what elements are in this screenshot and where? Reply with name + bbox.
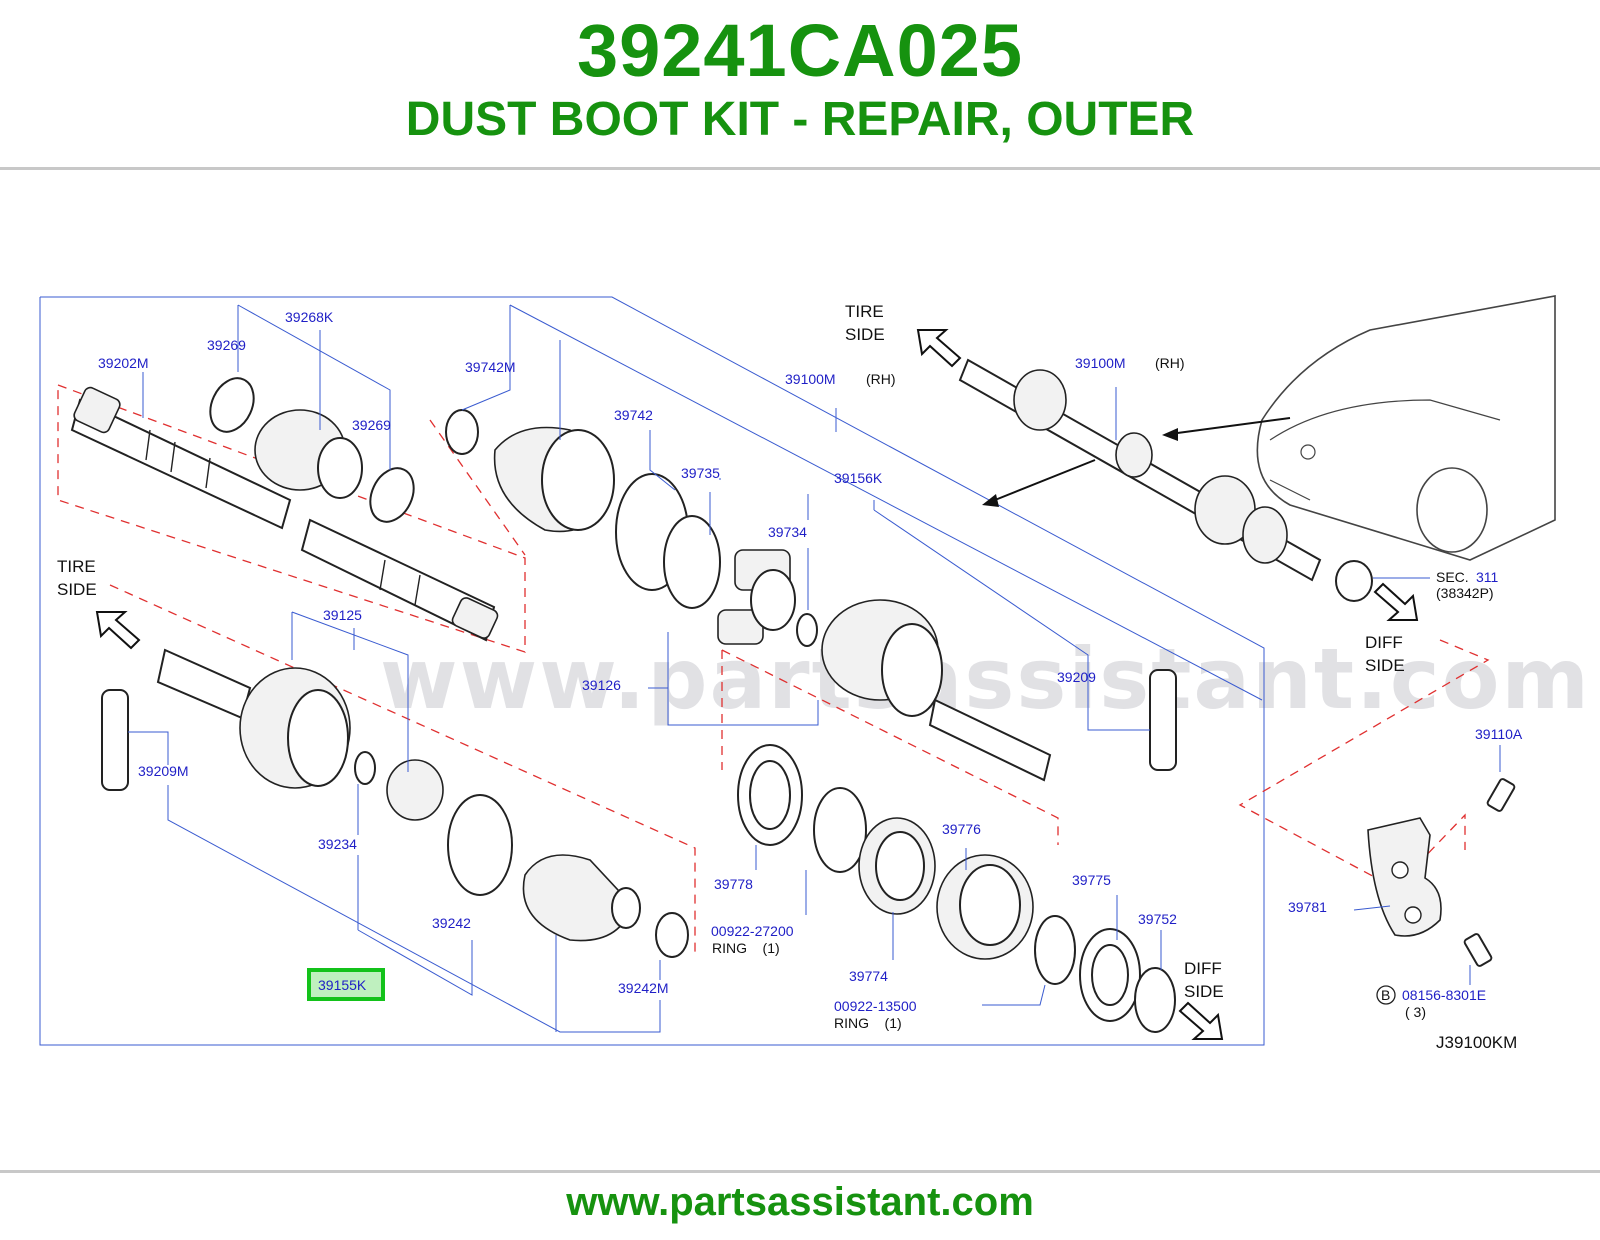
callout-39202M[interactable]: 39202M bbox=[98, 355, 149, 371]
leader-lines bbox=[128, 304, 1501, 1033]
rh-label: (RH) bbox=[866, 371, 896, 387]
callout-39242[interactable]: 39242 bbox=[432, 915, 471, 931]
rh-label-car: (RH) bbox=[1155, 355, 1185, 371]
bolt-marker-letter: B bbox=[1381, 987, 1390, 1003]
diagram-code: J39100KM bbox=[1436, 1033, 1517, 1052]
header-divider bbox=[0, 167, 1600, 170]
tire-side-label-top-line1: TIRE bbox=[845, 302, 884, 321]
callout-39735[interactable]: 39735 bbox=[681, 465, 720, 481]
bearing-seal-group-part bbox=[737, 744, 1176, 1033]
callout-39242M[interactable]: 39242M bbox=[618, 980, 669, 996]
callout-39126[interactable]: 39126 bbox=[582, 677, 621, 693]
ring-qty-label-2: RING (1) bbox=[834, 1015, 902, 1031]
tire-side-label-left-line2: SIDE bbox=[57, 580, 97, 599]
callout-39742[interactable]: 39742 bbox=[614, 407, 653, 423]
callout-39752[interactable]: 39752 bbox=[1138, 911, 1177, 927]
callout-39110A[interactable]: 39110A bbox=[1475, 726, 1523, 742]
bolt-qty-label: ( 3) bbox=[1405, 1004, 1426, 1020]
ring-qty-label-1: RING (1) bbox=[712, 940, 780, 956]
callout-39734[interactable]: 39734 bbox=[768, 524, 807, 540]
callout-39776[interactable]: 39776 bbox=[942, 821, 981, 837]
highlight-box-39155K[interactable] bbox=[307, 968, 385, 1001]
diff-side-label-right-line2: SIDE bbox=[1365, 656, 1405, 675]
callout-39209[interactable]: 39209 bbox=[1057, 669, 1096, 685]
bolt-marker-circle bbox=[1376, 985, 1396, 1005]
callout-39268K[interactable]: 39268K bbox=[285, 309, 334, 325]
part-number-title: 39241CA025 bbox=[576, 9, 1024, 92]
callout-39125[interactable]: 39125 bbox=[323, 607, 362, 623]
callout-39269-left[interactable]: 39269 bbox=[207, 337, 246, 353]
callout-00922-13500[interactable]: 00922-13500 bbox=[834, 998, 917, 1014]
hollow-direction-arrows bbox=[95, 329, 1419, 1040]
callout-39156K[interactable]: 39156K bbox=[834, 470, 883, 486]
footer-url[interactable]: www.partsassistant.com bbox=[566, 1180, 1034, 1224]
callout-39778[interactable]: 39778 bbox=[714, 876, 753, 892]
sec-ref-label: (38342P) bbox=[1436, 585, 1494, 601]
parts-diagram: www.partsassistant.com bbox=[0, 272, 1600, 1092]
arrows bbox=[982, 417, 1291, 507]
sec-label: SEC. bbox=[1436, 569, 1469, 585]
callout-00922-27200[interactable]: 00922-27200 bbox=[711, 923, 794, 939]
car-outline bbox=[1256, 295, 1556, 561]
diff-side-label-bottom-line1: DIFF bbox=[1184, 959, 1222, 978]
callout-39155K[interactable]: 39155K bbox=[318, 977, 367, 993]
diff-side-label-bottom-line2: SIDE bbox=[1184, 982, 1224, 1001]
boot-band-clamp-part bbox=[209, 377, 415, 523]
tire-side-label-top-line2: SIDE bbox=[845, 325, 885, 344]
callout-39775[interactable]: 39775 bbox=[1072, 872, 1111, 888]
callout-39742M[interactable]: 39742M bbox=[465, 359, 516, 375]
callout-08156-8301E[interactable]: 08156-8301E bbox=[1402, 987, 1486, 1003]
watermark-text: www.partsassistant.com bbox=[380, 630, 1591, 728]
tripod-joint-part bbox=[717, 549, 818, 647]
part-name-subtitle: DUST BOOT KIT - REPAIR, OUTER bbox=[405, 93, 1195, 146]
assembly-frame bbox=[39, 296, 1265, 1046]
footer-divider bbox=[0, 1170, 1600, 1173]
outer-boot-top-part bbox=[445, 409, 721, 609]
assembled-drive-shaft-part bbox=[958, 358, 1373, 602]
page-header: 39241CA025 DUST BOOT KIT - REPAIR, OUTER bbox=[0, 0, 1600, 170]
diff-side-label-right-line1: DIFF bbox=[1365, 633, 1403, 652]
dust-boot-upper-part bbox=[254, 409, 363, 499]
axle-shaft-part bbox=[70, 386, 499, 642]
dust-cap-part bbox=[101, 669, 1177, 791]
inner-housing-part bbox=[821, 599, 1052, 782]
outer-cv-joint-part bbox=[156, 648, 689, 958]
callout-39100M-car[interactable]: 39100M bbox=[1075, 355, 1126, 371]
sec-number-link[interactable]: 311 bbox=[1476, 569, 1499, 585]
callout-39100M[interactable]: 39100M bbox=[785, 371, 836, 387]
tire-side-label-left-line1: TIRE bbox=[57, 557, 96, 576]
callout-39774[interactable]: 39774 bbox=[849, 968, 888, 984]
callout-39269-right[interactable]: 39269 bbox=[352, 417, 391, 433]
callout-39781[interactable]: 39781 bbox=[1288, 899, 1327, 915]
callout-39209M[interactable]: 39209M bbox=[138, 763, 189, 779]
bolt-part bbox=[1463, 778, 1516, 967]
callout-39234[interactable]: 39234 bbox=[318, 836, 357, 852]
